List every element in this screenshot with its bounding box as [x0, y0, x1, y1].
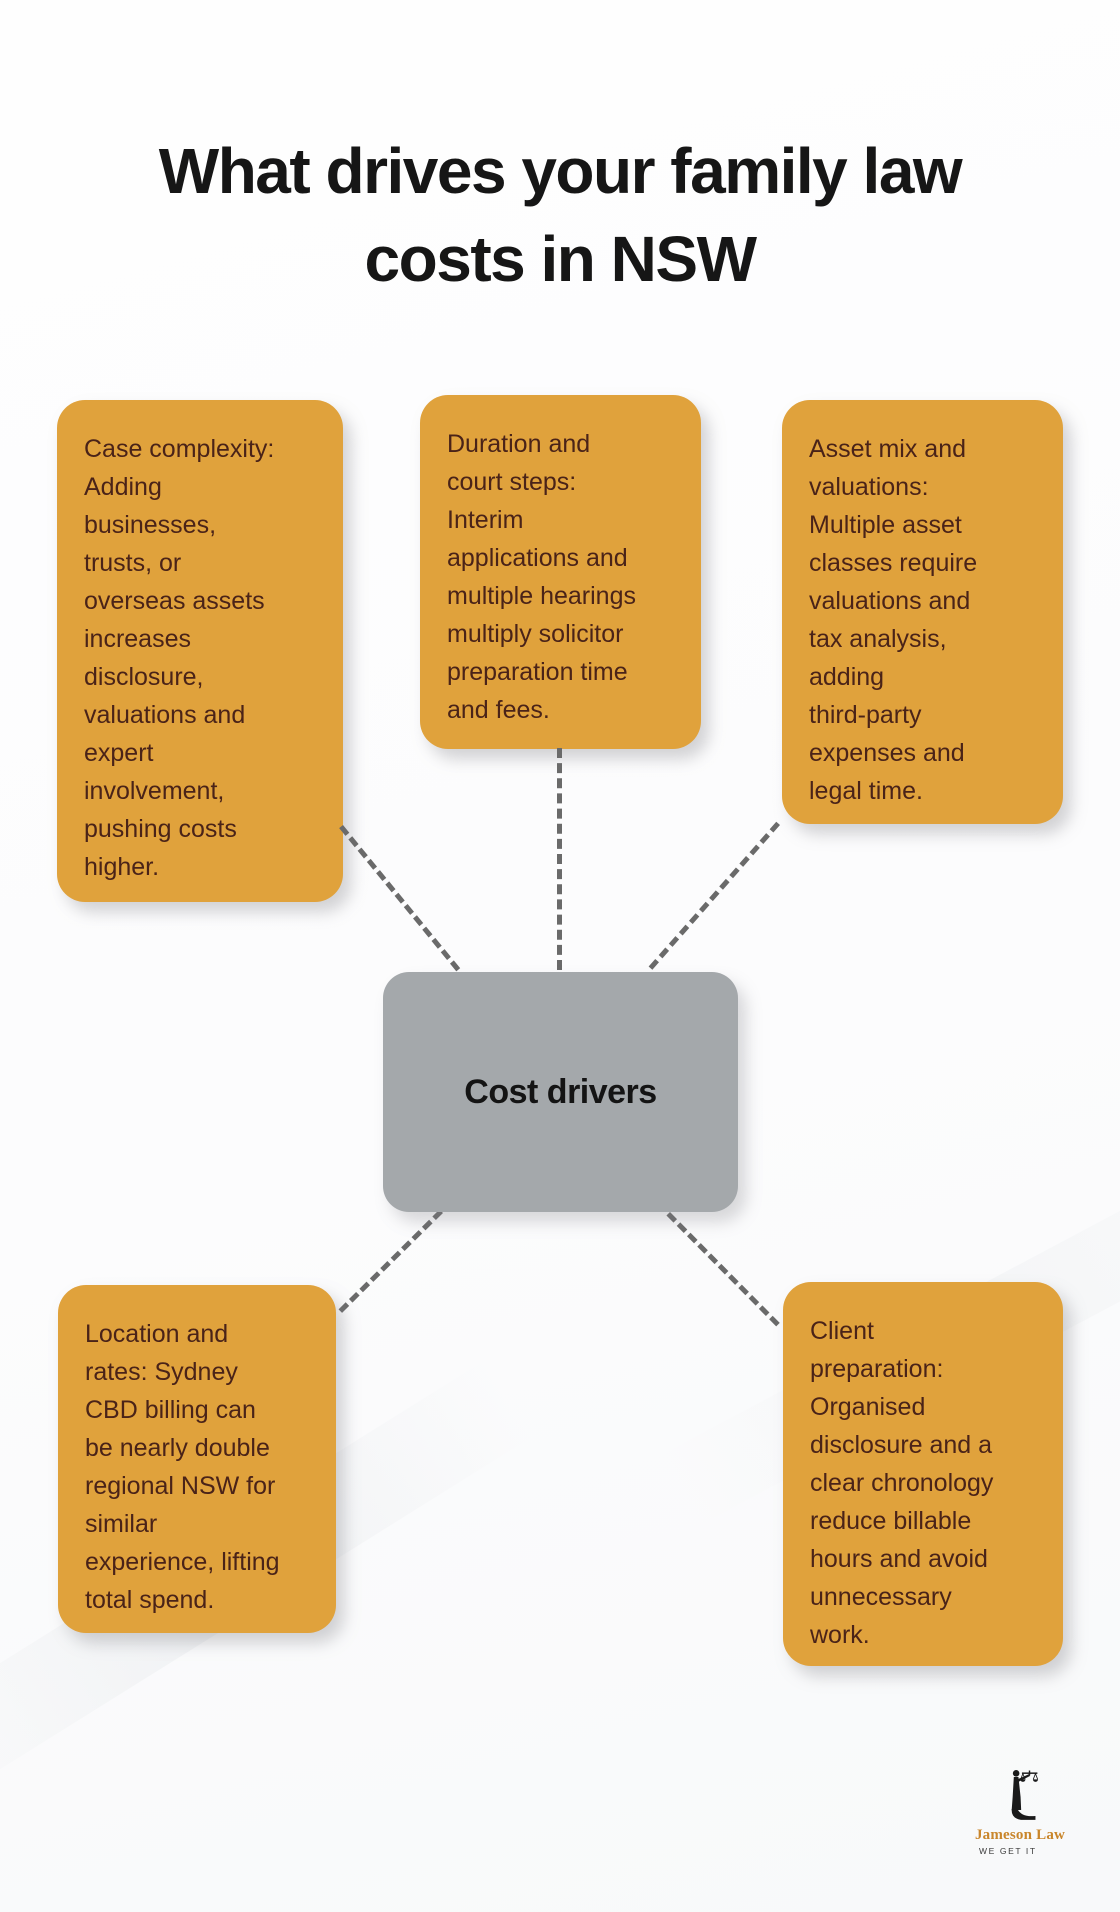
logo-tagline: WE GET IT [979, 1846, 1037, 1856]
node-text: Client preparation: Organised disclosure… [810, 1317, 994, 1649]
node-case-complexity: Case complexity: Adding businesses, trus… [57, 400, 343, 902]
jameson-law-logo: Jameson Law WE GET IT [972, 1768, 1068, 1856]
connector-asset-mix-valuations [648, 821, 780, 970]
connector-location-rates [338, 1209, 443, 1313]
cost-drivers-node: Cost drivers [383, 972, 738, 1212]
node-duration-court-steps: Duration and court steps: Interim applic… [420, 395, 701, 749]
connector-client-preparation [666, 1212, 780, 1327]
node-text: Location and rates: Sydney CBD billing c… [85, 1320, 280, 1614]
node-location-rates: Location and rates: Sydney CBD billing c… [58, 1285, 336, 1633]
cost-drivers-label: Cost drivers [464, 1072, 657, 1111]
logo-brand-name: Jameson Law [974, 1827, 1066, 1843]
node-text: Duration and court steps: Interim applic… [447, 430, 636, 724]
connector-case-complexity [339, 825, 461, 972]
node-text: Asset mix and valuations: Multiple asset… [809, 435, 978, 805]
node-client-preparation: Client preparation: Organised disclosure… [783, 1282, 1063, 1666]
lady-justice-icon [1011, 1770, 1039, 1820]
page-title: What drives your family law costs in NSW [158, 134, 963, 295]
node-text: Case complexity: Adding businesses, trus… [84, 435, 275, 881]
node-asset-mix-valuations: Asset mix and valuations: Multiple asset… [782, 400, 1063, 824]
connector-duration-court-steps [557, 748, 562, 970]
